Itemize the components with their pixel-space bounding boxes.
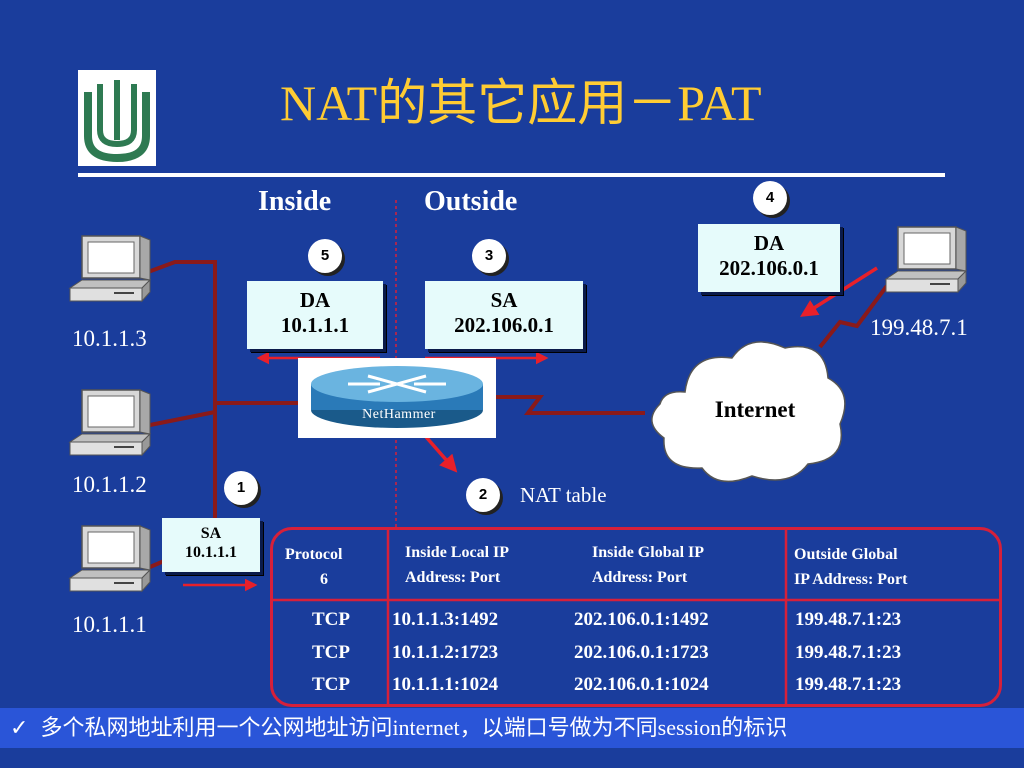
router — [298, 358, 496, 438]
header-outside-global-line1: Outside Global — [794, 546, 898, 563]
caption-text: 多个私网地址利用一个公网地址访问internet，以端口号做为不同session… — [40, 715, 788, 740]
step4-packet-box: DA 202.106.0.1 — [698, 224, 840, 292]
nat-table — [270, 527, 1002, 707]
header-inside-local: Inside Local IP Address: Port — [405, 541, 509, 591]
host-computer-icon — [68, 234, 152, 304]
step-badge-2: 2 — [466, 478, 500, 512]
internet-cloud-icon — [651, 341, 846, 483]
table-cell-inside-local: 10.1.1.3:1492 — [392, 609, 499, 630]
host-ip-label: 10.1.1.2 — [72, 472, 147, 497]
header-inside-global-line1: Inside Global IP — [592, 544, 705, 561]
header-inside-local-line1: Inside Local IP — [405, 544, 510, 561]
internet-label: Internet — [714, 397, 796, 422]
host-computer-icon — [68, 524, 152, 594]
header-inside-local-line2: Address: Port — [405, 568, 501, 586]
step4-field-label: DA — [753, 231, 785, 255]
router-icon — [311, 366, 483, 428]
step1-packet-box: SA 10.1.1.1 — [162, 518, 260, 572]
table-cell-inside-global: 202.106.0.1:1024 — [574, 674, 709, 695]
table-cell-outside-global: 199.48.7.1:23 — [795, 674, 902, 695]
step4-field-value: 202.106.0.1 — [719, 256, 819, 281]
checkmark-icon: ✓ — [10, 715, 29, 740]
header-outside-global-line2: IP Address: Port — [794, 570, 908, 588]
header-protocol: Protocol 6 — [285, 543, 342, 593]
page-title: NAT的其它应用－PAT — [280, 75, 762, 131]
header-outside-global: Outside Global IP Address: Port — [794, 543, 907, 593]
step-badge-3: 3 — [472, 239, 506, 273]
wan-wire — [482, 395, 645, 415]
step3-field-label: SA — [490, 288, 518, 312]
lan-wire-host-3 — [147, 260, 217, 530]
table-cell-inside-global: 202.106.0.1:1723 — [574, 642, 709, 663]
caption-bar: ✓ 多个私网地址利用一个公网地址访问internet，以端口号做为不同sessio… — [0, 708, 1024, 748]
table-cell-outside-global: 199.48.7.1:23 — [795, 642, 902, 663]
table-cell-protocol: TCP — [312, 609, 350, 630]
step-badge-4: 4 — [753, 181, 787, 215]
inside-label: Inside — [258, 186, 332, 217]
step3-packet-box: SA 202.106.0.1 — [425, 281, 583, 349]
step1-field-label: SA — [200, 525, 222, 542]
lan-wire-host-2 — [149, 410, 216, 427]
router-label: NetHammer — [362, 407, 436, 422]
table-cell-outside-global: 199.48.7.1:23 — [795, 609, 902, 630]
header-protocol-line2: 6 — [320, 570, 328, 588]
host-computer-icon — [68, 388, 152, 458]
table-cell-protocol: TCP — [312, 674, 350, 695]
table-cell-protocol: TCP — [312, 642, 350, 663]
header-inside-global-line2: Address: Port — [592, 568, 688, 586]
nat-table-gridlines — [273, 530, 999, 704]
header-inside-global: Inside Global IP Address: Port — [592, 541, 704, 591]
nat-table-label: NAT table — [520, 483, 607, 507]
host-ip-label: 10.1.1.3 — [72, 326, 147, 351]
host-ip-label: 10.1.1.1 — [72, 612, 147, 637]
step-badge-5: 5 — [308, 239, 342, 273]
table-cell-inside-local: 10.1.1.2:1723 — [392, 642, 499, 663]
header-protocol-line1: Protocol — [285, 546, 343, 563]
step5-field-label: DA — [299, 288, 331, 312]
step5-field-value: 10.1.1.1 — [280, 313, 350, 338]
step3-field-value: 202.106.0.1 — [454, 313, 554, 338]
remote-host-ip-label: 199.48.7.1 — [870, 315, 968, 340]
remote-computer-icon — [884, 225, 968, 295]
step1-field-value: 10.1.1.1 — [185, 544, 237, 562]
company-logo — [78, 70, 156, 166]
outside-label: Outside — [424, 186, 518, 217]
step5-packet-box: DA 10.1.1.1 — [247, 281, 383, 349]
table-cell-inside-global: 202.106.0.1:1492 — [574, 609, 709, 630]
arrow-step4 — [800, 266, 878, 317]
step-badge-1: 1 — [224, 471, 258, 505]
table-cell-inside-local: 10.1.1.1:1024 — [392, 674, 499, 695]
